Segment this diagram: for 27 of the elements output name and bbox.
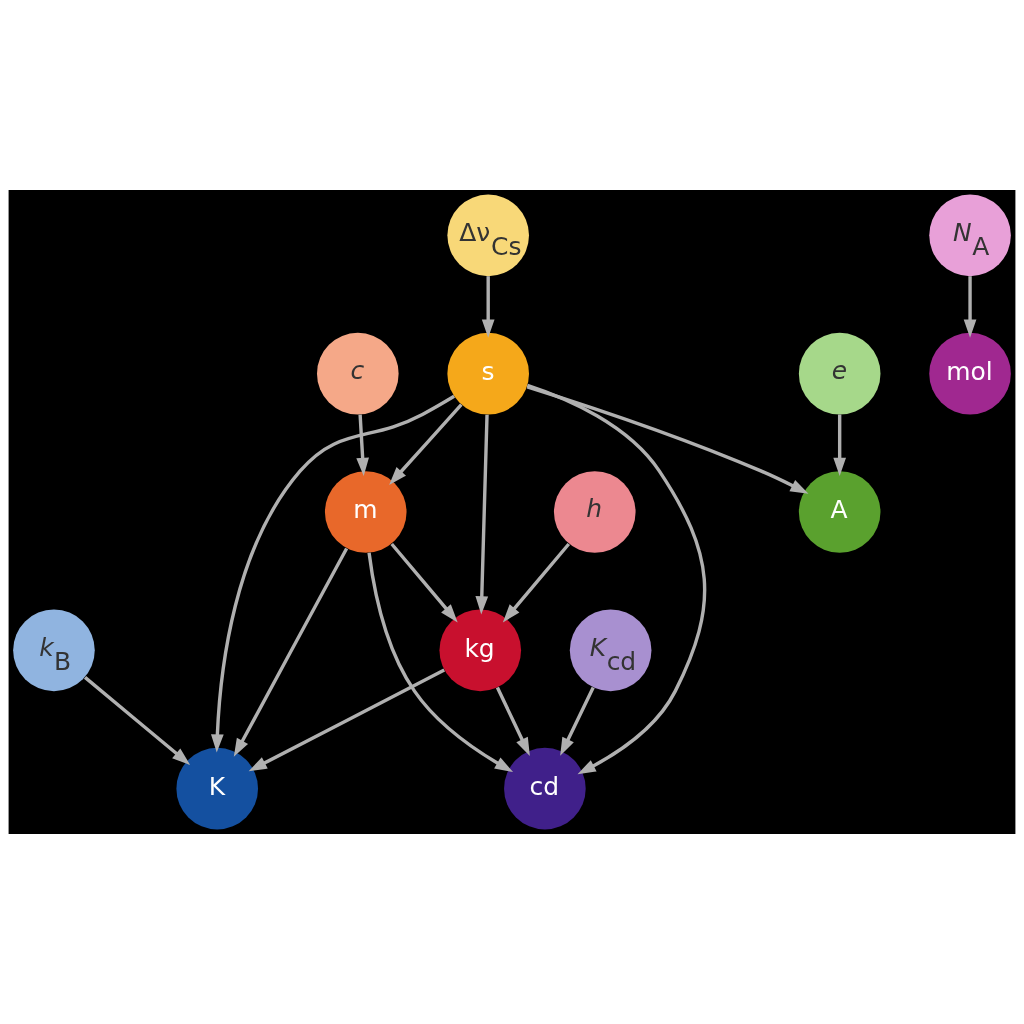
node-circle: c — [317, 332, 399, 415]
node-circle: m — [324, 471, 407, 553]
arrow — [233, 547, 349, 757]
node-circle: K — [176, 747, 259, 830]
arrow — [367, 552, 514, 773]
node-circle: e — [798, 332, 881, 415]
arrow — [833, 414, 847, 476]
arrow — [389, 403, 463, 485]
node-circle: kg — [439, 609, 522, 692]
arrow — [526, 385, 809, 494]
node-circle: h — [553, 471, 636, 553]
arrow — [502, 542, 571, 623]
arrow — [495, 686, 530, 756]
arrow — [211, 394, 455, 753]
arrow — [526, 383, 707, 775]
arrow — [560, 686, 595, 756]
node-circle: A — [798, 471, 881, 553]
arrow — [83, 676, 191, 765]
node-circle: mol — [929, 332, 1011, 415]
arrow — [475, 414, 489, 615]
arrow — [248, 668, 445, 772]
arrow — [390, 542, 458, 623]
node-circle: cd — [504, 747, 586, 830]
node-circle: s — [447, 332, 529, 415]
arrow — [356, 414, 369, 476]
arrow — [963, 276, 977, 338]
arrow — [481, 276, 495, 338]
